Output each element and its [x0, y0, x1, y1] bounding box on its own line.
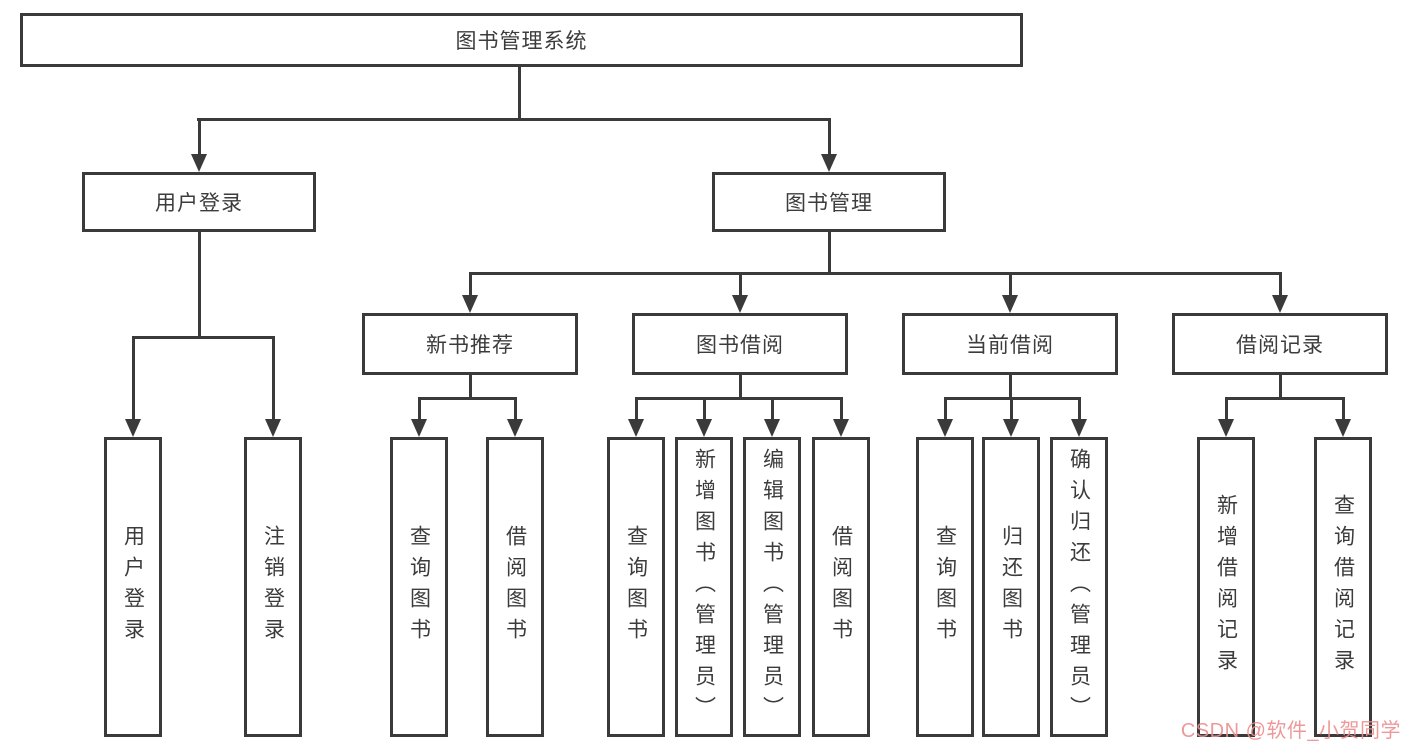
connector-line — [739, 272, 742, 298]
connector-line — [1225, 397, 1345, 400]
arrow-down-icon — [1335, 419, 1351, 437]
connector-line — [272, 336, 275, 421]
leaf-newbooks-query-label: 查询图书 — [407, 525, 431, 649]
connector-line — [1009, 272, 1012, 298]
connector-line — [1342, 397, 1345, 423]
connector-line — [198, 232, 201, 339]
arrow-down-icon — [732, 295, 748, 313]
node-current-borrowing: 当前借阅 — [902, 313, 1118, 375]
leaf-newbooks-borrow-label: 借阅图书 — [503, 525, 527, 649]
connector-line — [703, 397, 706, 423]
leaf-current-confirm-admin: 确认归还（管理员） — [1050, 437, 1108, 737]
connector-line — [469, 272, 1282, 275]
connector-line — [944, 397, 947, 423]
node-book-borrowing-label: 图书借阅 — [696, 334, 784, 357]
leaf-borrowing-add-admin-label: 新增图书（管理员） — [692, 447, 716, 727]
connector-line — [469, 272, 472, 298]
node-current-borrowing-label: 当前借阅 — [966, 334, 1054, 357]
connector-line — [635, 397, 638, 423]
connector-line — [1009, 375, 1012, 400]
connector-line — [1078, 397, 1081, 423]
leaf-newbooks-borrow: 借阅图书 — [486, 437, 544, 737]
connector-line — [132, 336, 135, 421]
node-book-management: 图书管理 — [712, 172, 946, 232]
node-new-books-label: 新书推荐 — [426, 334, 514, 357]
leaf-records-add-label: 新增借阅记录 — [1214, 494, 1238, 680]
node-new-books: 新书推荐 — [362, 313, 578, 375]
arrow-down-icon — [1272, 295, 1288, 313]
leaf-borrowing-edit-admin: 编辑图书（管理员） — [743, 437, 801, 737]
arrow-down-icon — [411, 419, 427, 437]
leaf-user-login-label: 用户登录 — [121, 525, 145, 649]
node-borrowing-records-label: 借阅记录 — [1236, 334, 1324, 357]
leaf-borrowing-edit-admin-label: 编辑图书（管理员） — [760, 447, 784, 727]
leaf-current-query: 查询图书 — [916, 437, 974, 737]
leaf-borrowing-query: 查询图书 — [607, 437, 665, 737]
connector-line — [198, 118, 201, 156]
leaf-current-query-label: 查询图书 — [933, 525, 957, 649]
arrow-down-icon — [628, 419, 644, 437]
arrow-down-icon — [125, 419, 141, 437]
arrow-down-icon — [462, 295, 478, 313]
leaf-logout: 注销登录 — [244, 437, 302, 737]
watermark: CSDN @软件_小贺同学 — [1180, 720, 1401, 742]
arrow-down-icon — [937, 419, 953, 437]
leaf-borrowing-add-admin: 新增图书（管理员） — [675, 437, 733, 737]
node-user-login: 用户登录 — [82, 172, 316, 232]
leaf-borrowing-borrow: 借阅图书 — [812, 437, 870, 737]
leaf-newbooks-query: 查询图书 — [390, 437, 448, 737]
node-borrowing-records: 借阅记录 — [1172, 313, 1388, 375]
connector-line — [132, 336, 275, 339]
arrow-down-icon — [507, 419, 523, 437]
connector-line — [1010, 397, 1013, 423]
arrow-down-icon — [1071, 419, 1087, 437]
node-book-management-label: 图书管理 — [785, 192, 873, 215]
connector-line — [1225, 397, 1228, 423]
connector-line — [828, 118, 831, 156]
node-book-borrowing: 图书借阅 — [632, 313, 848, 375]
arrow-down-icon — [1003, 419, 1019, 437]
connector-line — [739, 375, 742, 400]
connector-line — [418, 397, 421, 423]
leaf-borrowing-query-label: 查询图书 — [624, 525, 648, 649]
connector-line — [840, 397, 843, 423]
leaf-borrowing-borrow-label: 借阅图书 — [829, 525, 853, 649]
connector-line — [771, 397, 774, 423]
leaf-current-return: 归还图书 — [982, 437, 1040, 737]
connector-line — [418, 397, 517, 400]
leaf-records-add: 新增借阅记录 — [1197, 437, 1255, 737]
node-root: 图书管理系统 — [20, 13, 1023, 67]
connector-line — [514, 397, 517, 423]
connector-line — [828, 232, 831, 275]
connector-line — [1279, 272, 1282, 298]
arrow-down-icon — [696, 419, 712, 437]
arrow-down-icon — [1218, 419, 1234, 437]
arrow-down-icon — [833, 419, 849, 437]
arrow-down-icon — [191, 154, 207, 172]
leaf-records-query-label: 查询借阅记录 — [1331, 494, 1355, 680]
leaf-current-return-label: 归还图书 — [999, 525, 1023, 649]
arrow-down-icon — [1002, 295, 1018, 313]
leaf-logout-label: 注销登录 — [261, 525, 285, 649]
leaf-user-login: 用户登录 — [104, 437, 162, 737]
arrow-down-icon — [265, 419, 281, 437]
connector-line — [518, 67, 521, 120]
node-root-label: 图书管理系统 — [455, 30, 588, 53]
connector-line — [197, 118, 831, 121]
connector-line — [469, 375, 472, 400]
arrow-down-icon — [821, 154, 837, 172]
connector-line — [1279, 375, 1282, 400]
node-user-login-label: 用户登录 — [155, 192, 243, 215]
leaf-records-query: 查询借阅记录 — [1314, 437, 1372, 737]
connector-line — [635, 397, 843, 400]
arrow-down-icon — [764, 419, 780, 437]
leaf-current-confirm-admin-label: 确认归还（管理员） — [1067, 447, 1091, 727]
